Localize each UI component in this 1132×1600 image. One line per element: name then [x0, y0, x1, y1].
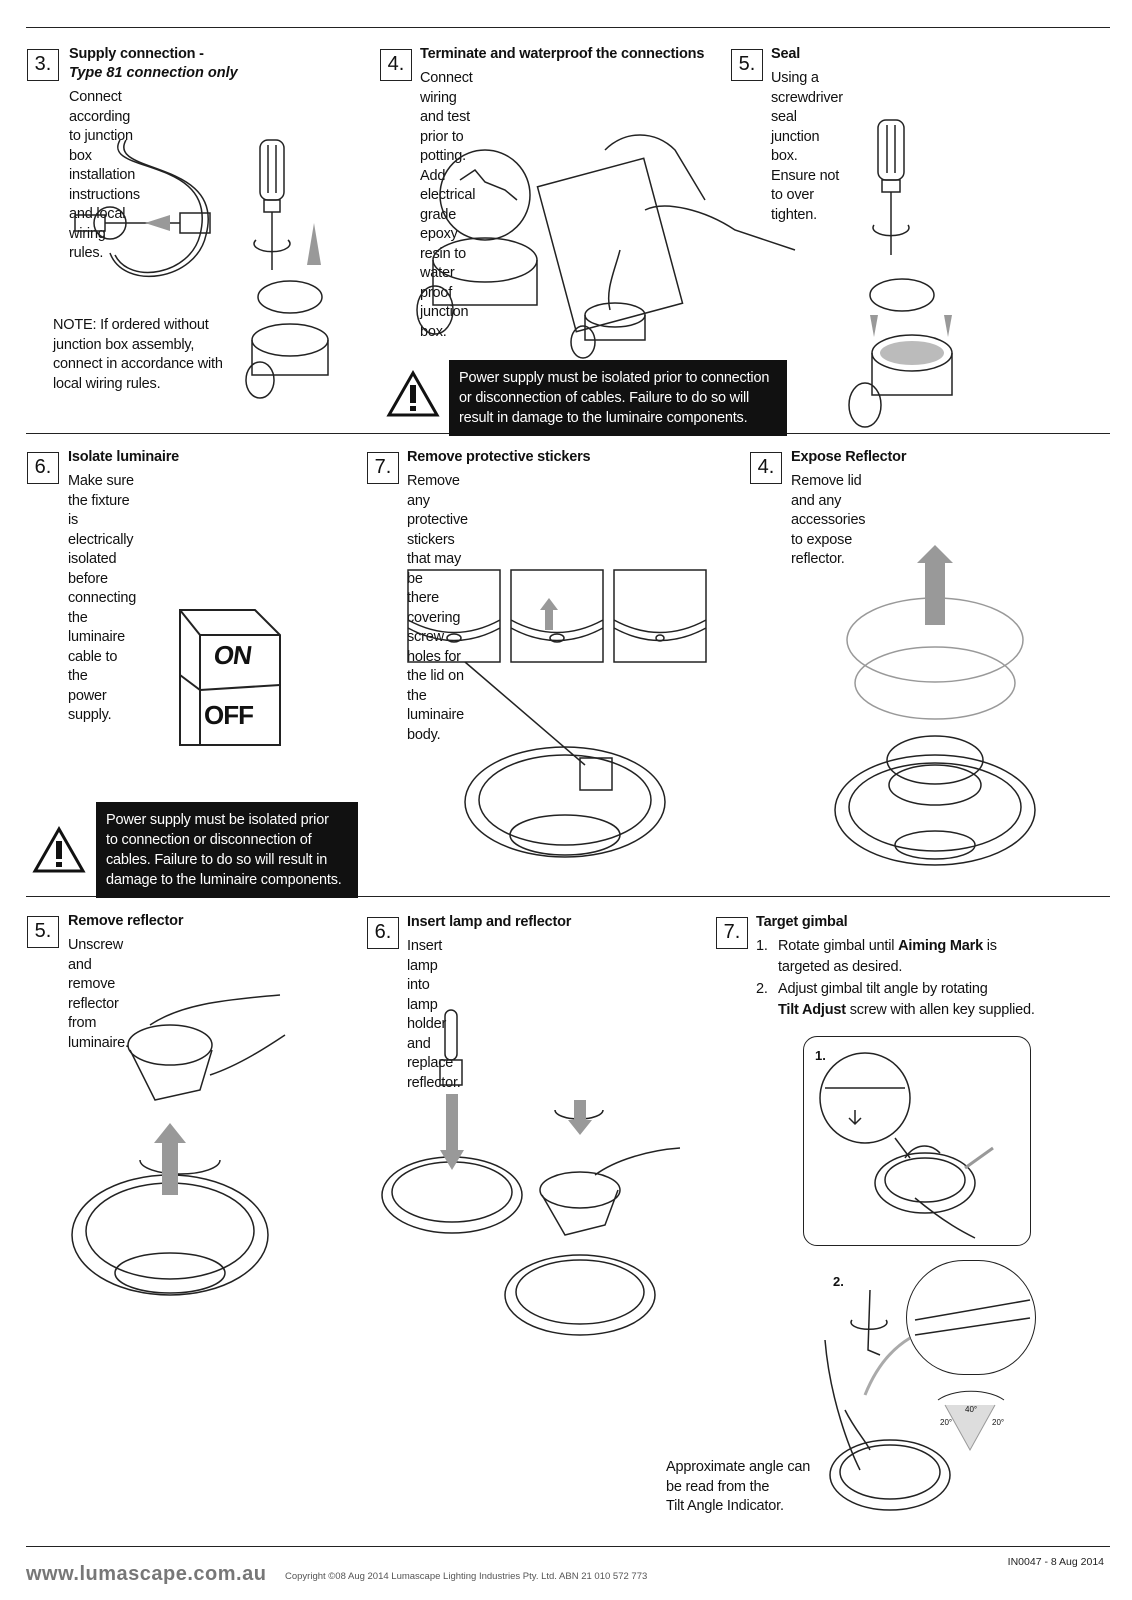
- tilt-angle-caption: Approximate angle can be read from the T…: [666, 1458, 810, 1517]
- item-text: screw with allen key supplied.: [845, 1001, 1035, 1018]
- body-line: Connect wiring and test prior to potting…: [420, 70, 473, 184]
- note-line: connect in accordance with: [53, 356, 223, 372]
- step-number: 6.: [27, 452, 59, 484]
- body-line: reflector.: [407, 1074, 461, 1091]
- warning-icon: [32, 825, 86, 873]
- body-line: Make sure the fixture is electrically is…: [68, 473, 134, 567]
- expose-reflector-illustration: [834, 545, 1036, 866]
- junction-box-wiring-illustration: [74, 139, 329, 399]
- caption-line: Tilt Angle Indicator.: [666, 1498, 784, 1514]
- switch-off-label: OFF: [204, 700, 254, 730]
- step-body: Remove lid and any accessories to expose…: [791, 472, 866, 570]
- body-line: luminaire body.: [407, 707, 465, 743]
- warning-line: result in damage to the luminaire compon…: [459, 410, 748, 426]
- body-line: reflector.: [791, 551, 845, 567]
- note-line: junction box assembly,: [53, 336, 195, 353]
- step-number: 4.: [750, 452, 782, 484]
- step-number: 5.: [27, 916, 59, 948]
- step-body: Remove any protective stickers that may …: [407, 472, 468, 745]
- aiming-mark-illustration: [819, 1052, 994, 1239]
- step-title: Remove protective stickers: [407, 449, 591, 465]
- body-line: Remove lid and any accessories to expose: [791, 473, 866, 548]
- step-instructions-list: 1. Rotate gimbal until Aiming Mark is ta…: [756, 936, 1106, 1020]
- body-line: there covering screw holes for the lid o…: [407, 590, 464, 704]
- power-switch-illustration: [179, 609, 281, 746]
- warning-line: Power supply must be isolated prior: [106, 812, 329, 828]
- body-line: before connecting the luminaire cable to…: [68, 570, 137, 685]
- step-number: 7.: [716, 917, 748, 949]
- item-text: Rotate gimbal until: [778, 938, 899, 954]
- warning-line: Power supply must be isolated prior to c…: [459, 370, 770, 386]
- angle-label-right: 20°: [992, 1418, 1005, 1427]
- caption-line: be read from the: [666, 1478, 770, 1495]
- warning-box-isolate: Power supply must be isolated prior to c…: [96, 802, 358, 898]
- step-title: Supply connection -: [69, 46, 204, 62]
- step-body: Connect according to junction box instal…: [69, 88, 140, 264]
- list-item: 2. Adjust gimbal tilt angle by rotating …: [756, 979, 1106, 1020]
- step-number: 5.: [731, 49, 763, 81]
- step-number: 7.: [367, 452, 399, 484]
- step-title: Terminate and waterproof the connections: [420, 46, 705, 62]
- document-code: IN0047 - 8 Aug 2014: [1007, 1556, 1104, 1568]
- insert-lamp-illustration: [381, 1009, 681, 1336]
- warning-line: or disconnection of cables. Failure to d…: [459, 390, 750, 406]
- footer-copyright: Copyright ©08 Aug 2014 Lumascape Lightin…: [285, 1571, 648, 1582]
- step-subtitle: Type 81 connection only: [69, 65, 238, 81]
- body-line: Using a screwdriver seal junction box.: [771, 70, 843, 164]
- step-body: Unscrew and remove reflector from lumina…: [68, 936, 129, 1053]
- body-line: Unscrew and remove reflector: [68, 937, 123, 1012]
- body-line: Connect according to junction box instal…: [69, 89, 136, 183]
- item-text: is: [982, 938, 997, 954]
- step-body: Insert lamp into lamp holder and replace…: [407, 937, 461, 1093]
- note-line: local wiring rules.: [53, 375, 161, 392]
- step-title: Isolate luminaire: [68, 449, 180, 465]
- body-line: Ensure not to over tighten.: [771, 167, 840, 223]
- item-bold: Aiming Mark: [898, 938, 983, 954]
- step-title: Insert lamp and reflector: [407, 914, 572, 930]
- warning-line: cables. Failure to do so will result in: [106, 852, 328, 868]
- item-text: targeted as desired.: [778, 958, 903, 975]
- body-line: from luminaire.: [68, 1015, 129, 1051]
- step-number: 6.: [367, 917, 399, 949]
- warning-box-connection: Power supply must be isolated prior to c…: [449, 360, 787, 436]
- item-text: Adjust gimbal tilt angle by rotating: [778, 981, 988, 997]
- bottom-rule: [26, 1546, 1110, 1547]
- step-title: Expose Reflector: [791, 449, 907, 465]
- item-number: 1.: [756, 938, 768, 954]
- panel-label-2: 2.: [833, 1274, 844, 1289]
- angle-label-left: 20°: [940, 1418, 953, 1427]
- gimbal-aim-panel: [803, 1036, 1031, 1246]
- remove-reflector-illustration: [71, 994, 286, 1296]
- sticker-removal-illustration: [407, 569, 707, 858]
- step-title: Remove reflector: [68, 913, 184, 929]
- caption-line: Approximate angle can: [666, 1459, 811, 1475]
- body-line: power supply.: [68, 687, 112, 724]
- section-divider-2: [26, 896, 1110, 897]
- seal-junction-box-illustration: [848, 119, 953, 428]
- warning-icon: [386, 369, 440, 417]
- epoxy-potting-illustration: [416, 134, 796, 359]
- item-number: 2.: [756, 981, 768, 997]
- tilt-adjust-illustration: [824, 1289, 1031, 1511]
- angle-label-top: 40°: [965, 1405, 978, 1414]
- item-bold: Tilt Adjust: [778, 1001, 846, 1018]
- warning-line: to connection or disconnection of: [106, 832, 312, 848]
- body-line: junction box.: [420, 304, 469, 340]
- list-item: 1. Rotate gimbal until Aiming Mark is ta…: [756, 936, 1106, 977]
- top-rule: [26, 27, 1110, 28]
- step-body: Using a screwdriver seal junction box. E…: [771, 69, 843, 225]
- panel-label-1: 1.: [815, 1048, 826, 1063]
- note-text: NOTE: If ordered without junction box as…: [53, 316, 223, 394]
- step-body: Make sure the fixture is electrically is…: [68, 472, 136, 726]
- footer-website-link[interactable]: www.lumascape.com.au: [26, 1563, 267, 1585]
- switch-on-label: ON: [211, 640, 254, 670]
- note-line: NOTE: If ordered without: [53, 317, 209, 333]
- step-title: Seal: [771, 46, 801, 62]
- step-number: 4.: [380, 49, 412, 81]
- body-line: Insert lamp into lamp holder and replace: [407, 938, 454, 1071]
- step-title: Target gimbal: [756, 914, 848, 930]
- body-line: Remove any protective stickers that may …: [407, 473, 468, 587]
- step-number: 3.: [27, 49, 59, 81]
- warning-line: damage to the luminaire components.: [106, 872, 342, 888]
